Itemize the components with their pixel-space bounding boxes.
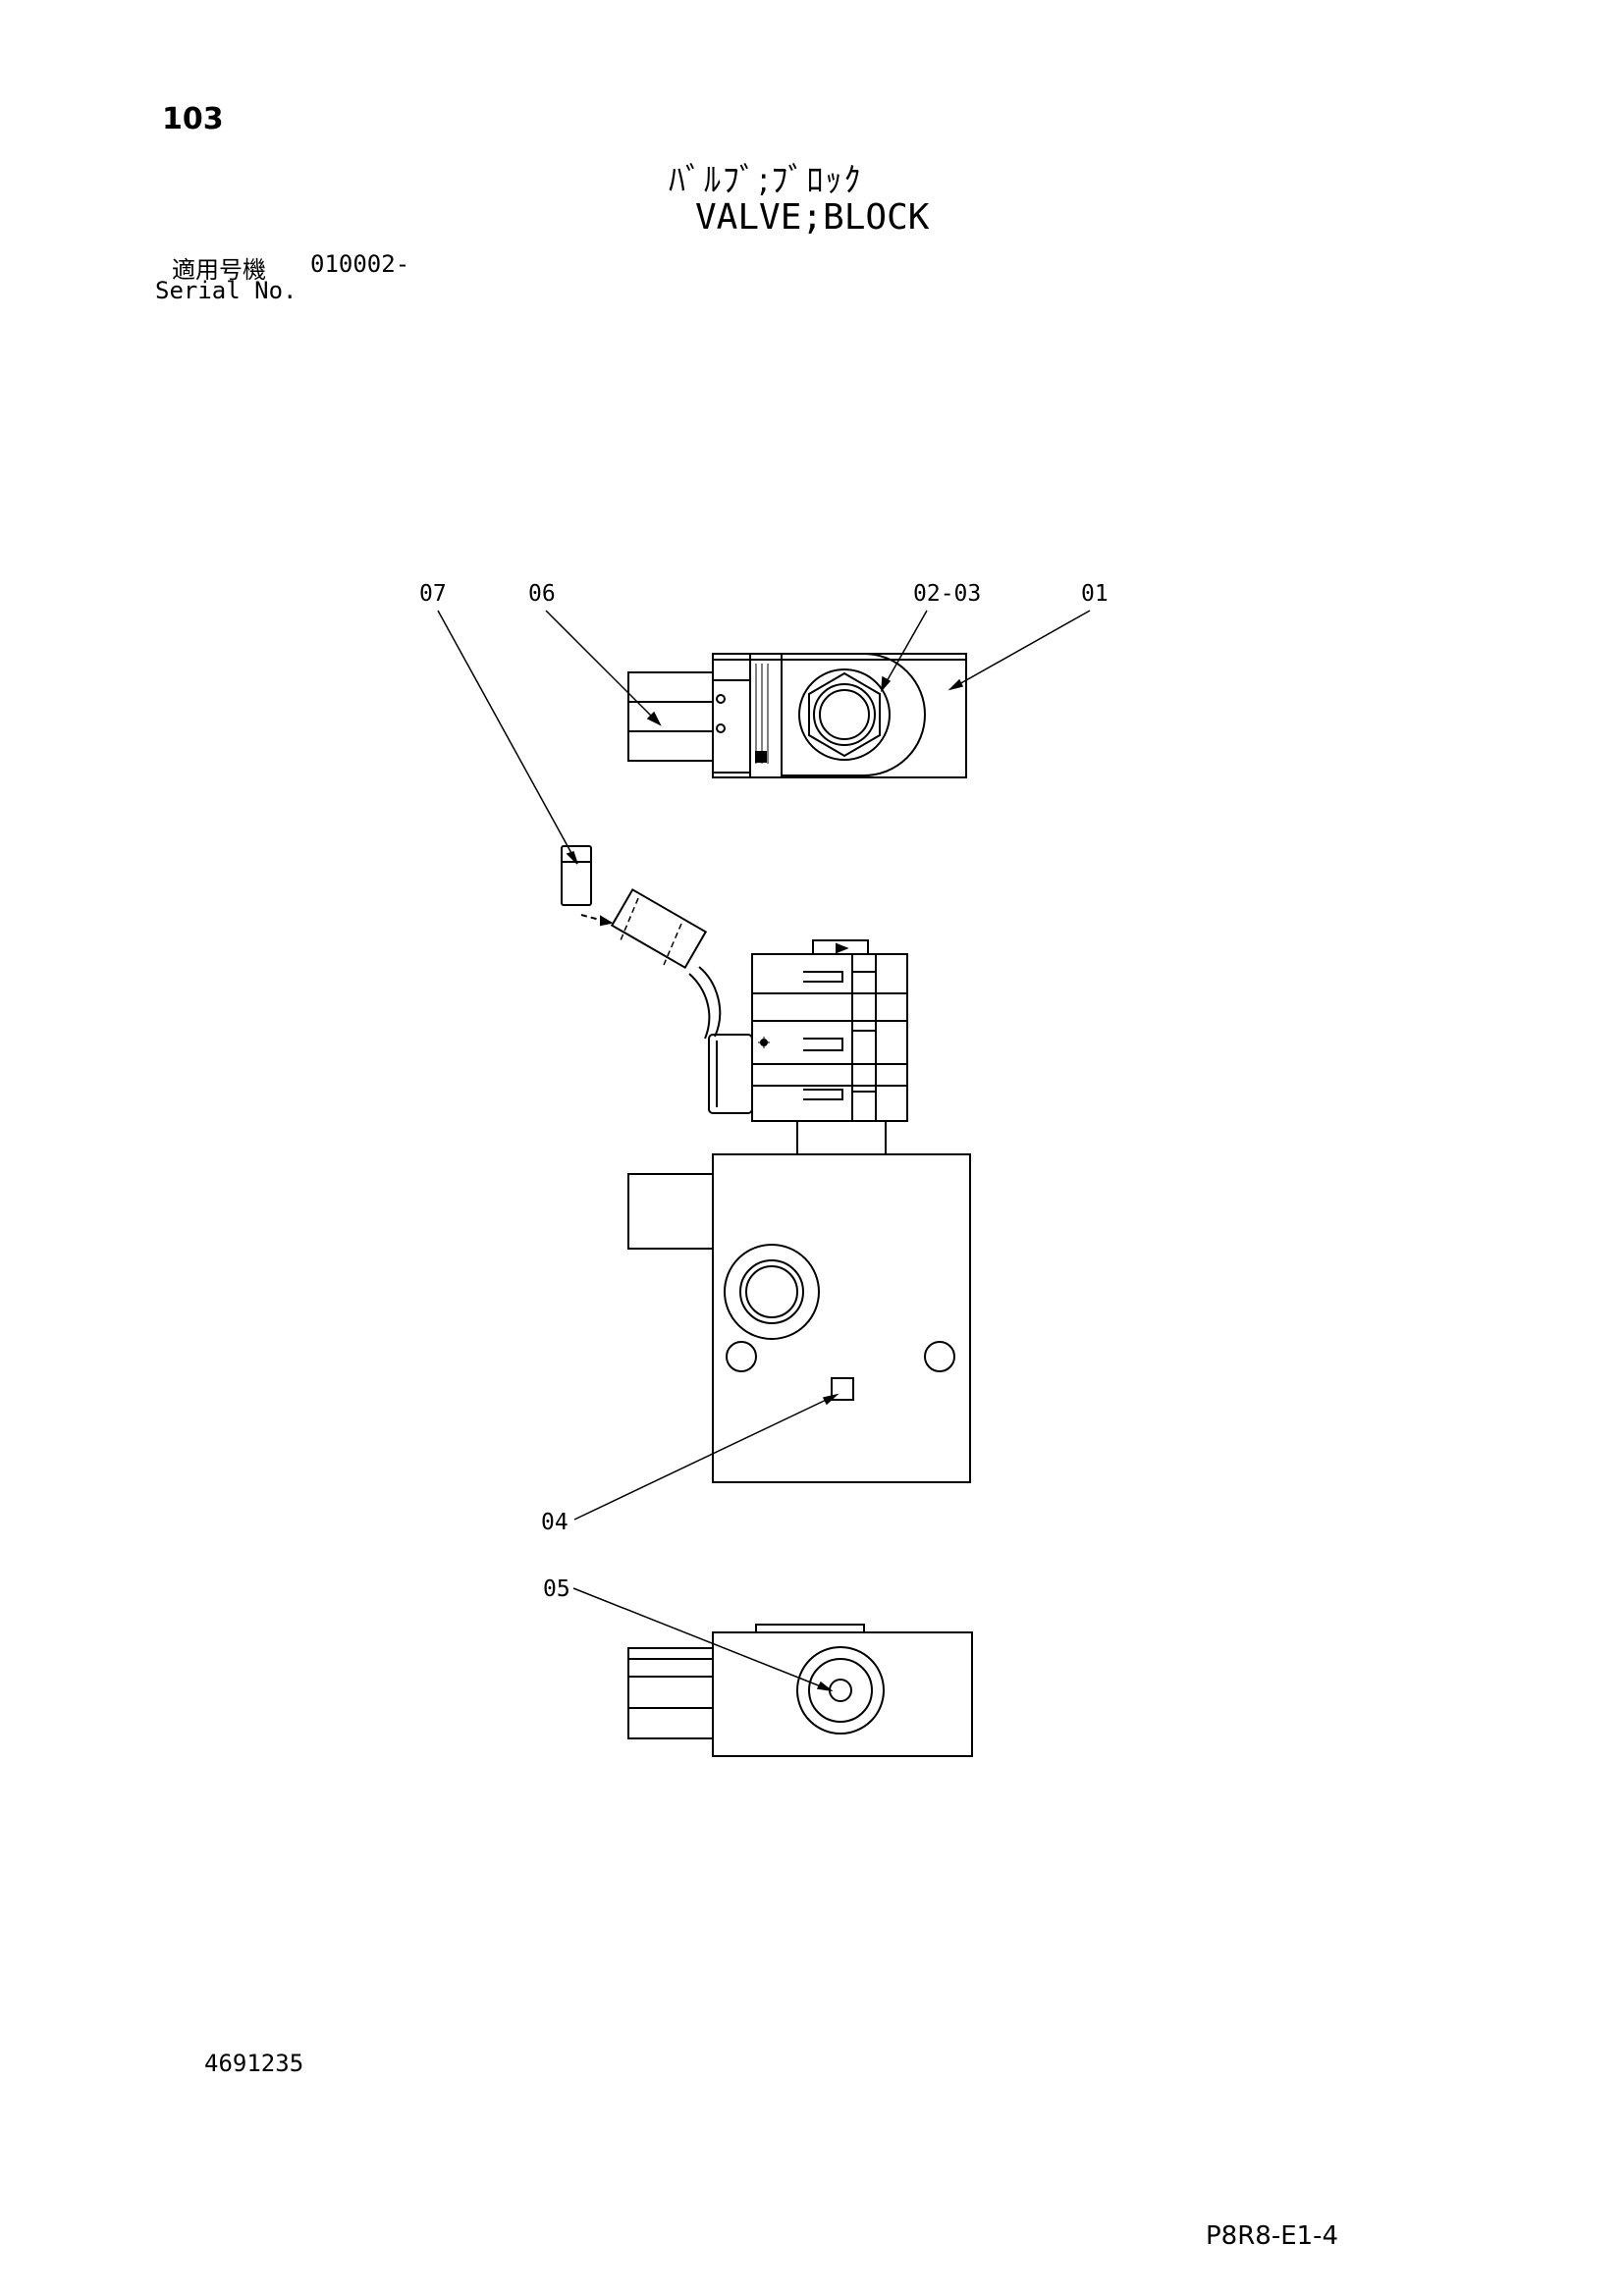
leader-01-arrowhead <box>947 678 964 691</box>
callout-06: 06 <box>528 581 556 607</box>
leader-lines <box>437 610 1091 1692</box>
side-view-mounting-hole-right <box>924 1341 955 1372</box>
title-japanese: ﾊﾞﾙﾌﾞ;ﾌﾞﾛｯｸ <box>669 161 863 200</box>
bottom-view-port-outer <box>796 1646 885 1735</box>
leader-02-03-arrowhead <box>881 675 892 693</box>
callout-02-03: 02-03 <box>913 581 981 607</box>
side-view-solenoid-port <box>627 1173 714 1250</box>
top-view-flange <box>781 653 926 776</box>
page-number: 103 <box>162 102 224 136</box>
cable-wire-1 <box>698 966 722 1038</box>
connector-cap <box>561 845 592 906</box>
serial-label-japanese: 適用号機 <box>172 256 266 284</box>
bottom-view-top-strip <box>755 1624 865 1633</box>
bottom-view-block-body <box>712 1631 973 1757</box>
leader-05-arrowhead <box>816 1681 834 1692</box>
title-english: VALVE;BLOCK <box>695 197 930 238</box>
side-view-plug-04 <box>831 1377 854 1401</box>
side-view-mounting-hole-left <box>726 1341 757 1372</box>
leader-07 <box>437 610 578 865</box>
callout-04: 04 <box>541 1510 568 1535</box>
document-number: 4691235 <box>204 2050 304 2077</box>
leader-06 <box>545 610 661 725</box>
leader-06-arrowhead <box>646 711 662 726</box>
callout-01: 01 <box>1081 581 1109 607</box>
callout-07: 07 <box>419 581 447 607</box>
leader-04 <box>573 1394 838 1521</box>
callout-05: 05 <box>543 1576 570 1602</box>
top-view <box>627 653 967 778</box>
top-view-cap-nut <box>798 668 891 761</box>
top-view-solenoid-plug <box>627 671 714 762</box>
side-view-block-body <box>712 1153 971 1483</box>
leader-01 <box>949 610 1091 690</box>
serial-label-english: Serial No. <box>155 277 298 304</box>
connector-with-cable <box>610 887 722 1040</box>
connector-body <box>610 887 708 970</box>
bottom-view-solenoid-plug <box>627 1647 714 1739</box>
serial-value: 010002- <box>310 250 410 278</box>
leader-05 <box>572 1587 832 1691</box>
cable-wire-2 <box>688 973 711 1040</box>
page-code: P8R8-E1-4 <box>1206 2221 1339 2251</box>
side-view-plug-left <box>708 1034 753 1114</box>
top-view-hex-nut <box>808 671 881 758</box>
leader-02-03 <box>881 610 928 691</box>
side-view-top-nut-indicator <box>836 942 849 954</box>
side-view-port-outer <box>724 1244 820 1340</box>
side-view <box>627 939 971 1483</box>
side-view-solenoid-stem <box>796 1120 887 1155</box>
bottom-view-plug-05 <box>829 1679 852 1702</box>
bottom-view <box>627 1624 973 1757</box>
connector-part-07 <box>561 845 614 927</box>
